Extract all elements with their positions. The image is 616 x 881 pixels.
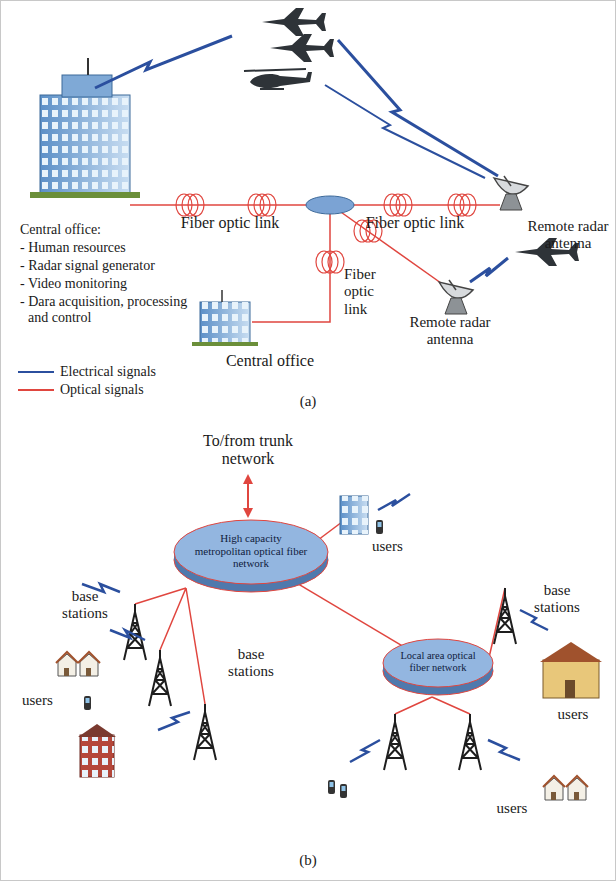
node-text-wrap: High capacity metropolitan optical fiber…	[194, 517, 309, 570]
text-label: - Video monitoring	[20, 276, 220, 292]
text-label: Central office	[200, 352, 340, 370]
text-label: (a)	[285, 393, 331, 410]
text-label: base stations	[52, 588, 118, 623]
text-label: - Dara acquisition, processing and contr…	[20, 294, 193, 326]
node-text: High capacity metropolitan optical fiber…	[194, 532, 309, 570]
text-label: - Radar signal generator	[20, 258, 220, 274]
legend-text: Optical signals	[60, 382, 144, 398]
legend-entry: Electrical signals	[18, 364, 156, 380]
text-label: Fiber optic link	[335, 214, 495, 232]
text-label: (b)	[285, 852, 331, 869]
legend-line	[18, 367, 54, 377]
cylinder-top	[383, 639, 493, 687]
network-cylinder: High capacity metropolitan optical fiber…	[173, 517, 329, 595]
text-label: Fiber optic link	[150, 214, 310, 232]
cylinder-top	[174, 520, 328, 584]
legend-line-stroke	[18, 389, 54, 391]
legend-entry: Optical signals	[18, 382, 144, 398]
network-cylinder: Local area optical fiber network	[382, 636, 494, 698]
legend-text: Electrical signals	[60, 364, 156, 380]
text-label: users	[372, 538, 422, 555]
node-text-wrap: Local area optical fiber network	[397, 636, 480, 674]
legend-line	[18, 385, 54, 395]
text-label: base stations	[218, 646, 284, 681]
text-label: Fiber optic link	[344, 266, 394, 318]
text-label: - Human resources	[20, 240, 220, 256]
text-label: Central office:	[20, 222, 220, 238]
legend-line-stroke	[18, 371, 54, 373]
text-label: Remote radar antenna	[524, 218, 612, 253]
text-label: users	[22, 692, 72, 709]
text-label: users	[545, 706, 601, 723]
text-label: To/from trunk network	[185, 432, 311, 469]
node-text: Local area optical fiber network	[397, 650, 480, 674]
text-label: Remote radar antenna	[398, 314, 502, 349]
fiber-connector	[298, 584, 403, 646]
text-label: users	[484, 800, 540, 817]
text-label: base stations	[524, 582, 590, 617]
